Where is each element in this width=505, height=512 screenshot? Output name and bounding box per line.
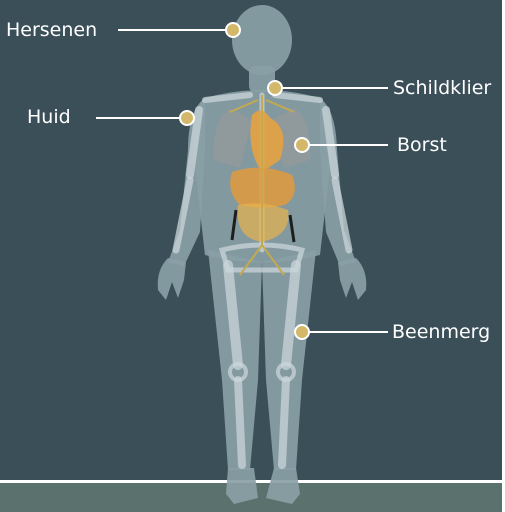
skin-marker	[180, 111, 194, 125]
body-silhouette	[158, 5, 367, 504]
label-breast: Borst	[397, 134, 447, 156]
brain-marker	[226, 23, 240, 37]
thyroid-marker	[268, 81, 282, 95]
label-thyroid: Schildklier	[393, 77, 491, 99]
breast-marker	[295, 138, 309, 152]
label-brain: Hersenen	[6, 19, 97, 41]
label-skin: Huid	[27, 106, 71, 128]
label-bone-marrow: Beenmerg	[392, 321, 490, 343]
bone-marrow-marker	[295, 325, 309, 339]
